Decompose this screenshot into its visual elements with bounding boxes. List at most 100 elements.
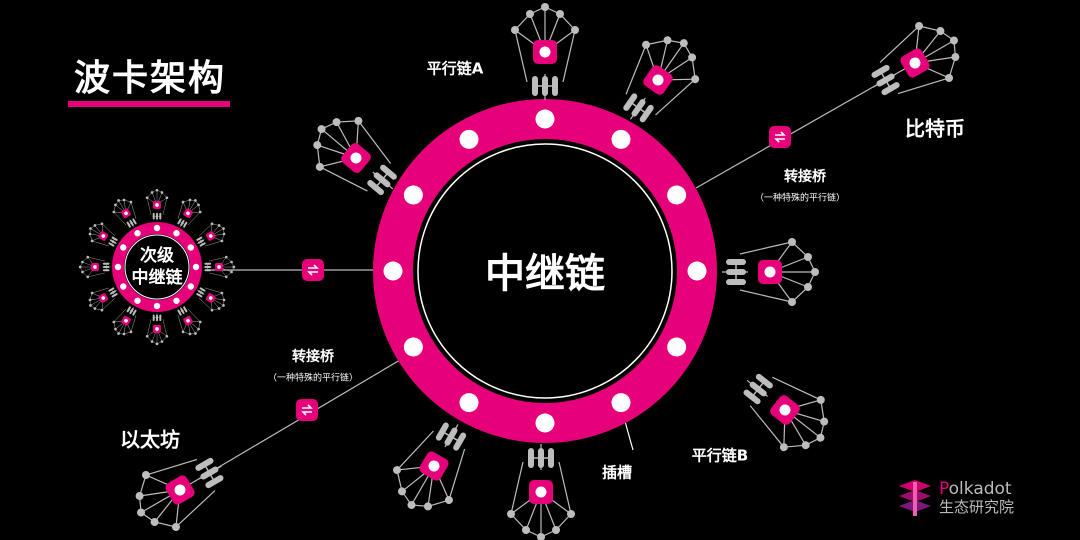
network-node-icon (81, 260, 84, 264)
fan-line (87, 272, 105, 278)
network-node-icon (181, 200, 185, 204)
fan-line (625, 44, 647, 95)
network-node-icon (779, 443, 788, 452)
network-node-icon (155, 342, 159, 346)
logo-letter: P (939, 479, 949, 499)
parachain-2 (722, 238, 819, 306)
slot-dot (535, 109, 555, 129)
network-node-icon (122, 198, 126, 202)
slot-dot (667, 185, 687, 205)
network-node-icon (507, 510, 515, 518)
parachain-b-label: 平行链B (691, 446, 749, 465)
bridge-block-icon (302, 259, 324, 281)
fan-line (749, 405, 785, 448)
sub-parachain-0 (145, 188, 169, 221)
network-node-icon (407, 500, 416, 509)
sub-slot-dot (134, 230, 141, 237)
fan-line (162, 319, 168, 337)
network-node-icon (398, 487, 407, 496)
fan-line (145, 458, 198, 476)
page-title: 波卡架构 (73, 58, 227, 99)
network-node-icon (145, 334, 149, 338)
slot-label: 插槽 (601, 463, 633, 482)
parachain-core-icon (208, 234, 213, 238)
sub-parachain-6 (145, 313, 169, 346)
network-node-icon (90, 291, 94, 295)
collator-link (751, 380, 765, 398)
slot-dot (459, 129, 479, 149)
network-node-icon (332, 118, 341, 127)
network-node-icon (137, 508, 146, 517)
network-node-icon (393, 466, 402, 475)
swap-arrows-icon (301, 404, 313, 416)
network-node-icon (317, 125, 326, 134)
parachain-0 (511, 3, 579, 100)
fan-line (897, 77, 950, 95)
fan-line (188, 309, 201, 323)
parachain-3 (743, 373, 829, 452)
parachain-core-icon (909, 57, 921, 69)
network-node-icon (171, 522, 180, 531)
sub-relay-line1: 次级 (140, 246, 174, 266)
parachain-core-icon (539, 46, 551, 58)
logo-text: Polkadot (939, 480, 1014, 498)
logo-word: olkadot (948, 479, 1012, 499)
network-node-icon (197, 203, 200, 207)
sub-parachain-7 (112, 306, 137, 336)
fan-line (113, 309, 126, 323)
parachain-5 (393, 422, 467, 511)
fan-line (739, 289, 793, 303)
fan-line (199, 223, 213, 236)
network-node-icon (181, 330, 185, 334)
parachain-a-label: 平行链A (426, 59, 484, 78)
network-node-icon (222, 298, 226, 302)
fan-line (357, 120, 392, 164)
bitcoin-chain (871, 22, 960, 96)
network-node-icon (160, 191, 164, 194)
collator-link (128, 309, 135, 313)
network-node-icon (112, 320, 116, 324)
fan-line (739, 241, 793, 255)
network-node-icon (951, 52, 960, 61)
fan-line (92, 287, 109, 294)
collator-link (111, 238, 115, 245)
bridge-block-icon (769, 126, 791, 148)
parachain-core-icon (350, 152, 362, 164)
parachain-core-icon (652, 74, 664, 86)
network-node-icon (86, 255, 90, 259)
collator-link (375, 171, 390, 188)
network-node-icon (224, 255, 228, 259)
swap-arrows-icon (774, 131, 786, 143)
ethereum-label: 以太坊 (120, 427, 180, 452)
fan-line (558, 461, 572, 515)
polkadot-research-logo: Polkadot 生态研究院 (895, 478, 1014, 518)
fan-line (655, 78, 696, 116)
collator-link (179, 221, 186, 225)
network-node-icon (222, 227, 225, 230)
slot-dot (403, 337, 423, 357)
sub-parachain-10 (88, 222, 118, 247)
swap-arrows-icon (307, 264, 319, 276)
network-node-icon (155, 188, 159, 192)
fan-line (319, 166, 368, 192)
parachain-core-icon (779, 404, 791, 416)
network-node-icon (86, 275, 90, 279)
network-node-icon (122, 332, 126, 336)
sub-slot-dot (153, 302, 161, 310)
network-node-icon (112, 210, 116, 214)
network-node-icon (556, 10, 564, 18)
network-node-icon (217, 224, 221, 227)
sub-slot-dot (120, 283, 127, 290)
network-node-icon (210, 308, 214, 312)
parachain-core-icon (124, 211, 128, 216)
network-node-icon (114, 327, 117, 331)
ethereum-bridge (296, 399, 318, 421)
ethereum-chain (135, 457, 224, 531)
network-node-icon (100, 308, 104, 312)
network-node-icon (663, 36, 672, 45)
fan-line (209, 256, 227, 262)
bridge-label-bitcoin: 转接桥 (784, 169, 826, 185)
network-node-icon (522, 526, 530, 534)
network-node-icon (217, 307, 221, 310)
